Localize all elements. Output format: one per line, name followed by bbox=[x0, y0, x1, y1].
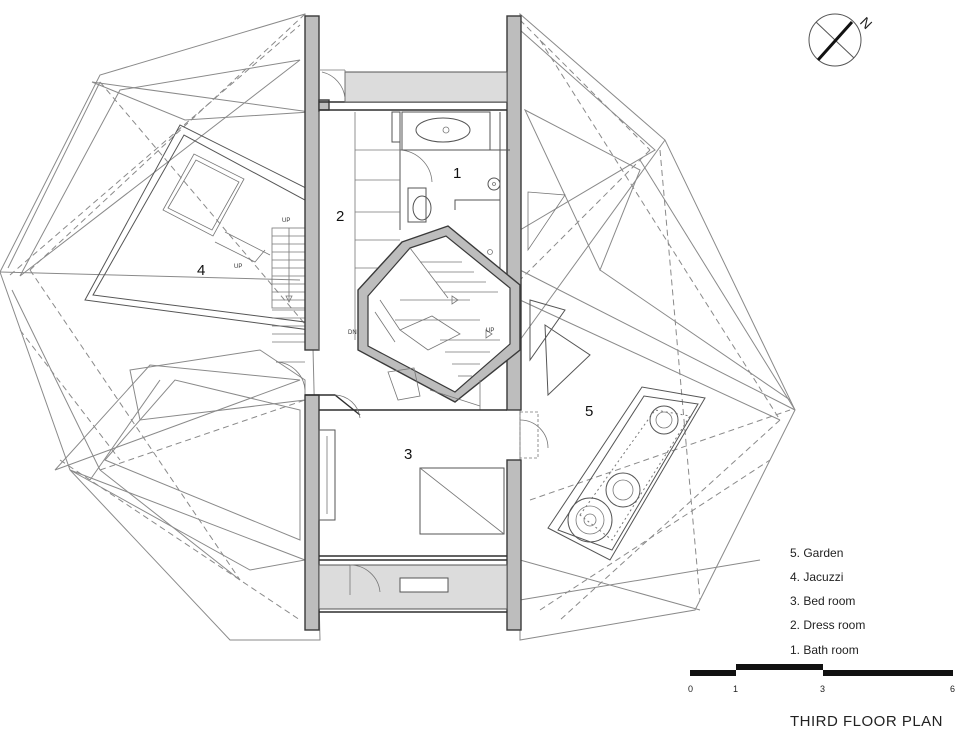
north-arrow-circle bbox=[808, 13, 862, 67]
stair-core: UP DN bbox=[348, 225, 521, 410]
scale-tick-1: 1 bbox=[733, 684, 738, 694]
jacuzzi-stair bbox=[271, 227, 307, 343]
plan-title: THIRD FLOOR PLAN bbox=[790, 713, 943, 730]
up-label-upper: UP bbox=[282, 218, 290, 224]
scale-tick-3: 3 bbox=[820, 684, 825, 694]
roof-projection-lines bbox=[9, 13, 791, 621]
stair-dn-label: DN bbox=[348, 330, 357, 336]
garden-area bbox=[527, 191, 706, 561]
facade-envelope bbox=[0, 12, 796, 641]
scale-tick-6: 6 bbox=[950, 684, 955, 694]
legend-item-dressroom: 2. Dress room bbox=[790, 618, 865, 632]
scale-tick-0: 0 bbox=[688, 684, 693, 694]
room-number-1: 1 bbox=[453, 165, 461, 182]
top-terrace bbox=[319, 69, 508, 103]
room-number-5: 5 bbox=[585, 403, 593, 420]
bathroom-area bbox=[391, 111, 510, 270]
legend-item-bathroom: 1. Bath room bbox=[790, 643, 859, 657]
garden-tree-medium bbox=[605, 472, 641, 508]
legend-item-garden: 5. Garden bbox=[790, 546, 843, 560]
legend-item-bedroom: 3. Bed room bbox=[790, 594, 855, 608]
room-number-3: 3 bbox=[404, 446, 412, 463]
north-arrow: N bbox=[808, 13, 876, 67]
room-number-4: 4 bbox=[197, 262, 205, 279]
up-label-lower: UP bbox=[234, 264, 242, 270]
scale-bar: 0 1 3 6 bbox=[688, 664, 955, 694]
stair-up-label: UP bbox=[486, 328, 494, 334]
bottom-terrace bbox=[318, 564, 508, 610]
garden-tree-small bbox=[649, 405, 679, 435]
dress-room-area bbox=[318, 112, 400, 350]
garden-tree-large bbox=[567, 497, 613, 543]
north-label: N bbox=[857, 14, 875, 32]
legend-item-jacuzzi: 4. Jacuzzi bbox=[790, 570, 843, 584]
legend: 5. Garden 4. Jacuzzi 3. Bed room 2. Dres… bbox=[790, 546, 865, 657]
room-number-2: 2 bbox=[336, 208, 344, 225]
bedroom-area bbox=[275, 361, 549, 535]
